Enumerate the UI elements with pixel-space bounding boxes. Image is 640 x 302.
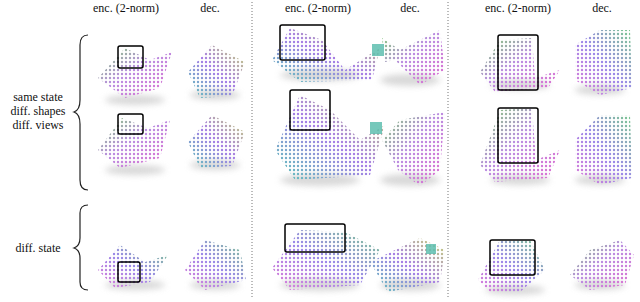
row-label: same state diff. shapes diff. views: [4, 90, 72, 132]
column-header: dec.: [582, 1, 622, 15]
column-header: enc. (2-norm): [280, 1, 356, 15]
column-header: enc. (2-norm): [480, 1, 556, 15]
column-header: dec.: [190, 1, 230, 15]
column-header: dec.: [390, 1, 430, 15]
row-label: diff. state: [4, 241, 72, 255]
column-header: enc. (2-norm): [88, 1, 164, 15]
